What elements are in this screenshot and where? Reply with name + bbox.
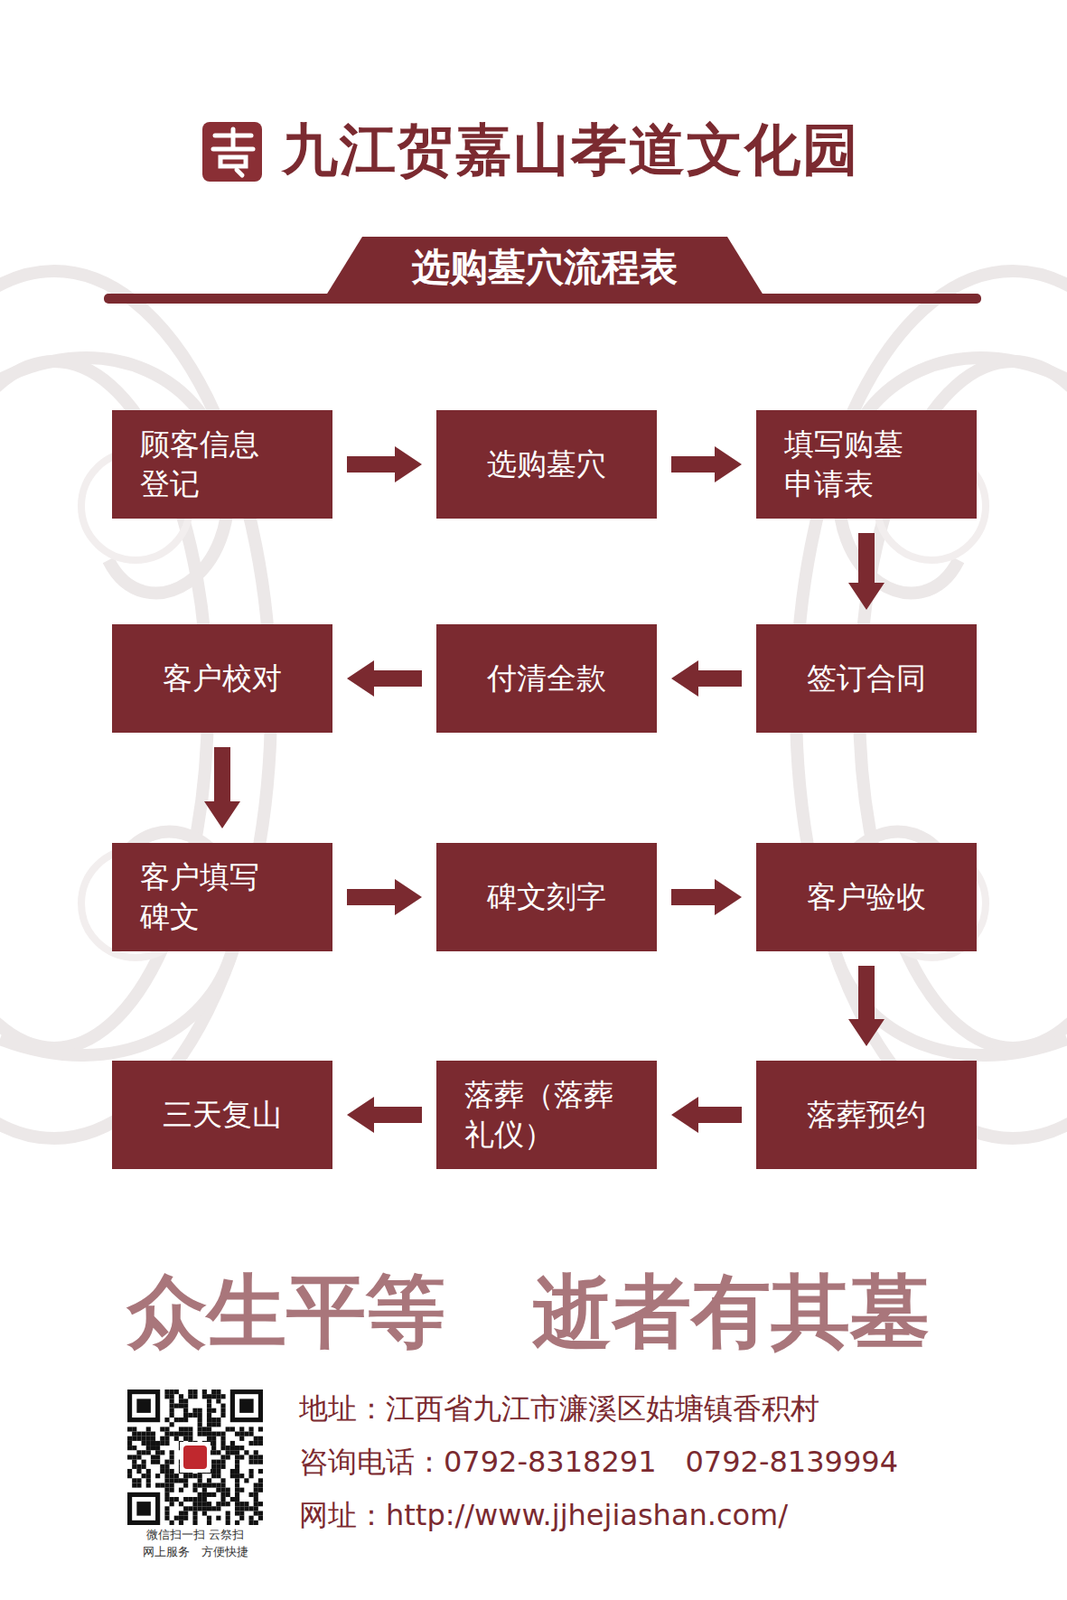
process-box: 碑文刻字 [436,842,657,952]
block-arrow [671,446,742,483]
qr-caption: 网上服务 方便快捷 [142,1544,249,1560]
step-label: 选购墓穴 [486,444,607,485]
process-box: 顾客信息 登记 [112,410,333,519]
slogan: 众生平等 [127,1266,446,1358]
process-box: 落葬预约 [756,1060,977,1170]
step-label: 落葬（落葬 礼仪） [464,1075,629,1155]
block-arrow [671,660,742,697]
block-arrow [671,879,742,916]
block-arrow [346,660,422,697]
step-label: 付清全款 [486,658,607,699]
tab-title: 选购墓穴流程表 [411,243,678,291]
block-arrow [346,879,422,916]
block-arrow [671,1096,742,1133]
process-box: 填写购墓 申请表 [756,410,977,519]
step-label: 客户验收 [806,877,927,918]
process-box: 客户验收 [756,842,977,952]
qr-code [127,1389,263,1526]
step-label: 三天复山 [162,1095,282,1135]
block-arrow [204,747,241,829]
slogan: 逝者有其墓 [532,1266,930,1358]
step-label: 碑文刻字 [486,877,607,918]
page-title: 九江贺嘉山孝道文化园 [281,115,861,185]
logo-seal [202,121,263,182]
qr-caption: 微信扫一扫 云祭扫 [146,1526,244,1543]
process-box: 付清全款 [436,624,657,733]
process-box: 落葬（落葬 礼仪） [436,1060,657,1170]
process-box: 三天复山 [112,1060,333,1170]
step-label: 填写购墓 申请表 [784,424,949,505]
block-arrow [346,1096,422,1133]
process-box: 客户校对 [112,624,333,733]
process-box: 签订合同 [756,624,977,733]
step-label: 落葬预约 [806,1095,927,1135]
block-arrow [848,533,885,610]
block-arrow [346,446,422,483]
phone: 咨询电话：0792-8318291 0792-8139994 [299,1443,899,1480]
address: 地址：江西省九江市濂溪区姑塘镇香积村 [299,1390,820,1427]
cloud-pattern [0,271,1067,1139]
step-label: 客户填写 碑文 [140,857,305,937]
website: 网址：http://www.jjhejiashan.com/ [299,1497,788,1534]
step-label: 顾客信息 登记 [140,424,305,505]
header-tab: 选购墓穴流程表 [324,236,766,299]
step-label: 客户校对 [162,658,282,699]
process-box: 选购墓穴 [436,410,657,519]
process-box: 客户填写 碑文 [112,842,333,952]
block-arrow [848,965,885,1047]
step-label: 签订合同 [806,658,927,699]
